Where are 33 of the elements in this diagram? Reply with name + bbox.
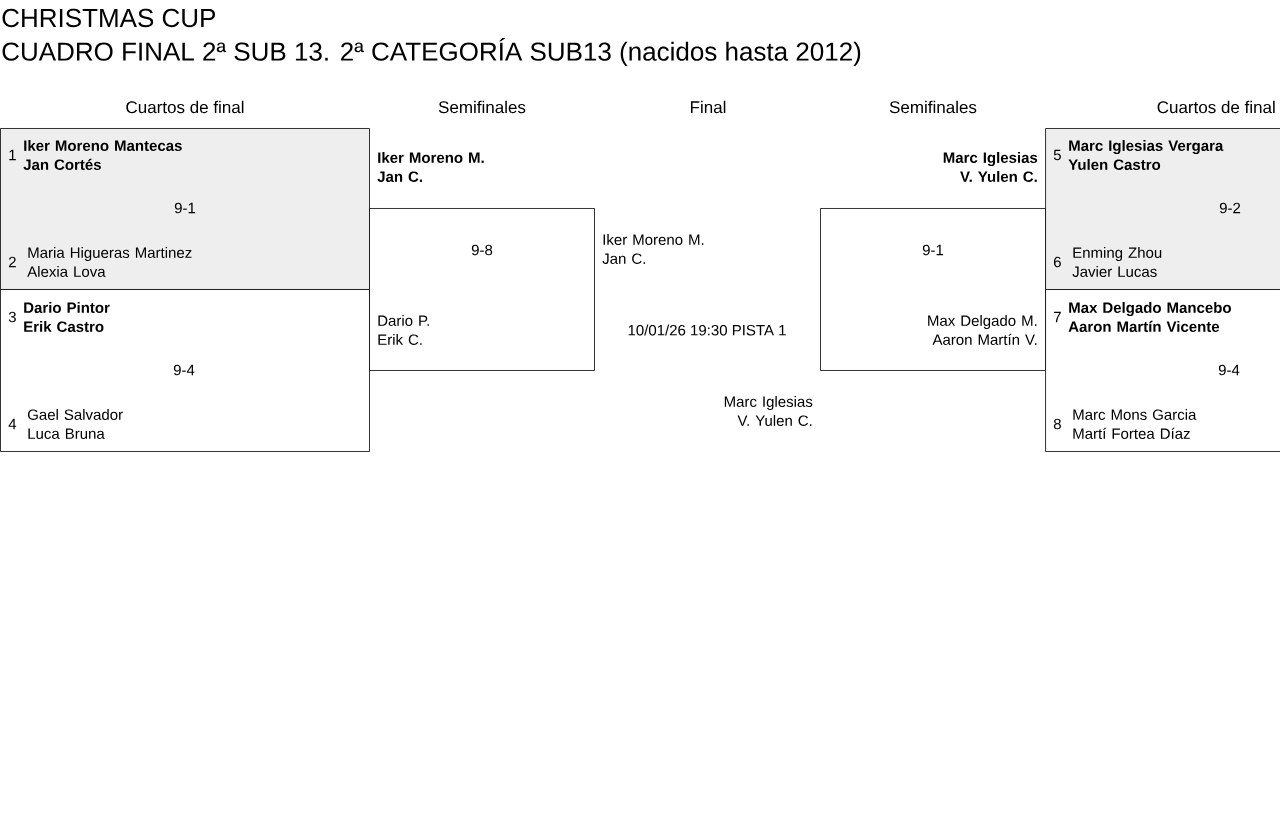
- subtitle: CUADRO FINAL 2ª SUB 13. 2ª CATEGORÍA SUB13 (nacidos hasta 2012): [2, 38, 861, 66]
- column-heading: Semifinales: [889, 100, 977, 114]
- seed-number: 2: [8, 256, 16, 268]
- match-score: 9-8: [471, 244, 493, 256]
- team-names: Iker Moreno M. Jan C.: [377, 152, 484, 182]
- seed-number: 7: [1053, 311, 1061, 323]
- match-score: 9-1: [922, 244, 944, 256]
- seed-number: 6: [1053, 256, 1061, 268]
- team-names: Marc Iglesias V. Yulen C.: [943, 152, 1038, 182]
- seed-number: 5: [1053, 149, 1061, 161]
- match-score: 9-1: [174, 202, 196, 214]
- team-names: Dario P. Erik C.: [378, 315, 429, 345]
- team-names: Maria Higueras Martinez Alexia Lova: [27, 247, 192, 277]
- seed-number: 1: [9, 149, 16, 161]
- column-heading: Final: [691, 100, 726, 114]
- match-schedule: 10/01/26 19:30 PISTA 1: [628, 324, 786, 336]
- title: CHRISTMAS CUP: [2, 8, 216, 28]
- seed-number: 4: [8, 418, 17, 430]
- team-names: Marc Iglesias V. Yulen C.: [724, 396, 813, 426]
- seed-number: 8: [1053, 418, 1061, 430]
- team-names: Max Delgado M. Aaron Martín V.: [928, 315, 1037, 345]
- team-names: Gael Salvador Luca Bruna: [27, 409, 123, 439]
- team-names: Marc Iglesias Vergara Yulen Castro: [1068, 140, 1224, 170]
- seed-number: 3: [8, 311, 16, 323]
- column-heading: Semifinales: [438, 100, 526, 114]
- match-score: 9-4: [173, 364, 195, 376]
- match-score: 9-2: [1219, 202, 1241, 214]
- team-names: Iker Moreno Mantecas Jan Cortés: [23, 140, 182, 170]
- match-score: 9-4: [1218, 364, 1240, 376]
- team-names: Dario Pintor Erik Castro: [24, 302, 110, 332]
- team-names: Marc Mons Garcia Martí Fortea Díaz: [1073, 409, 1197, 439]
- team-names: Enming Zhou Javier Lucas: [1072, 247, 1162, 277]
- team-names: Max Delgado Mancebo Aaron Martín Vicente: [1068, 302, 1231, 332]
